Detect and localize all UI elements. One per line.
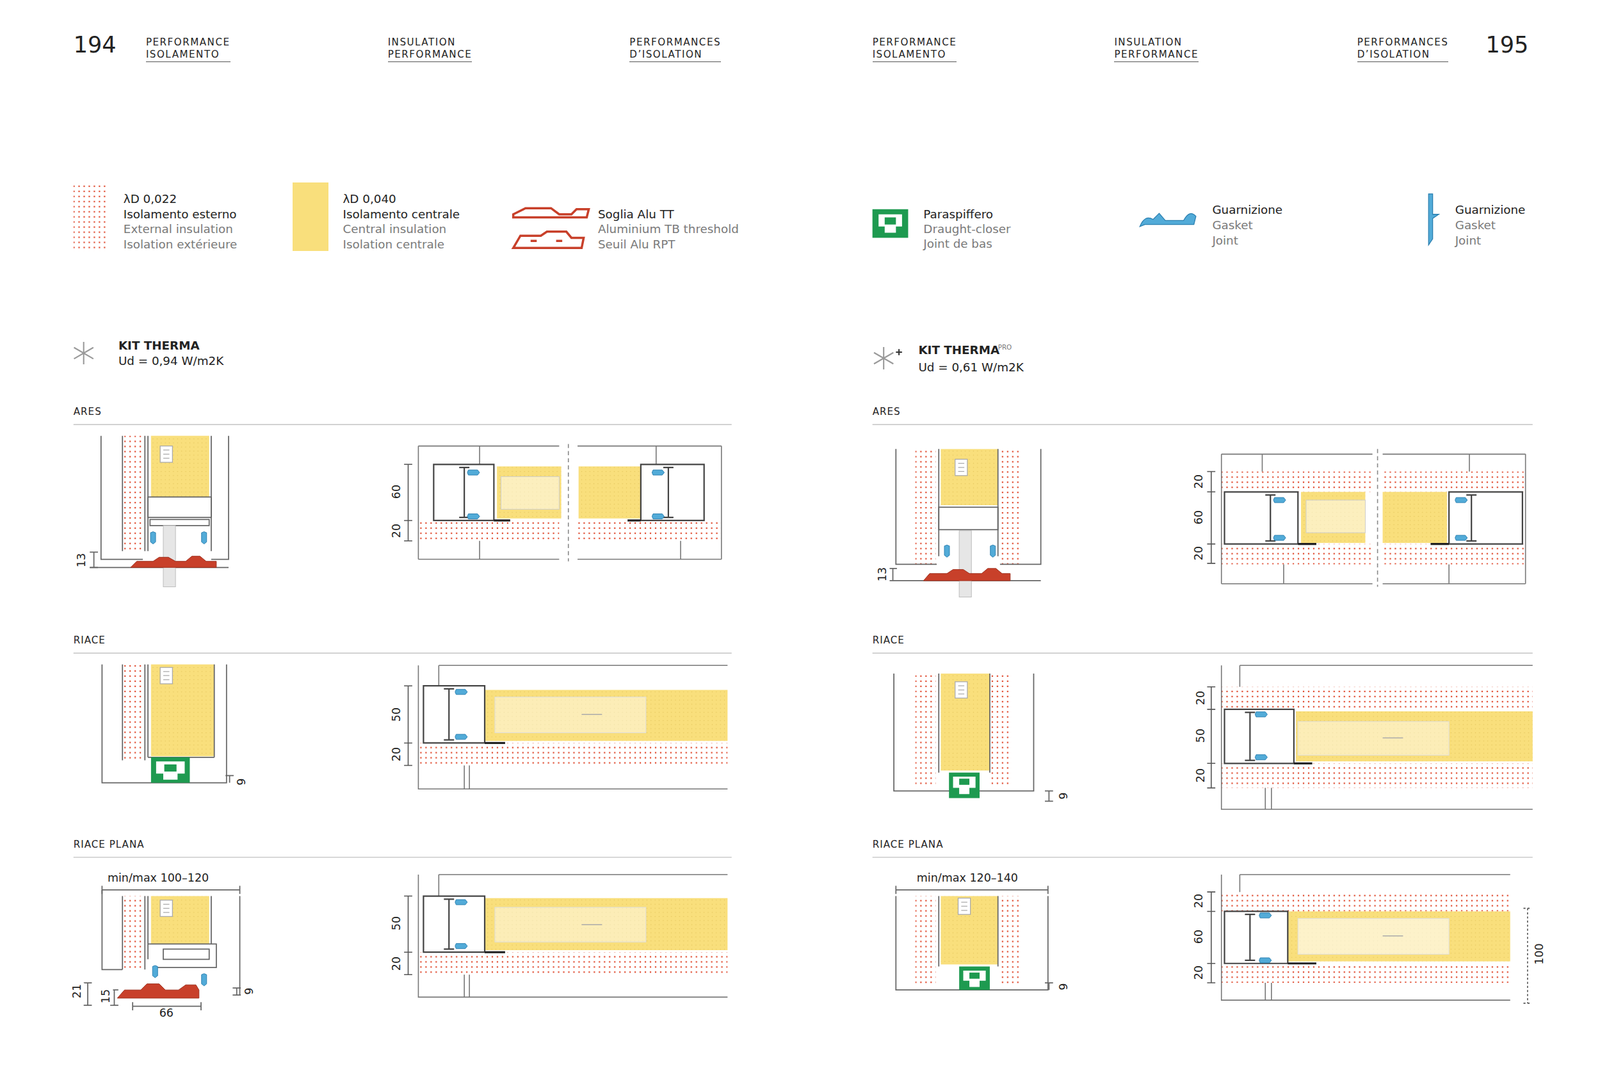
- dimension: 15: [99, 987, 113, 1004]
- dimension: 20: [1192, 473, 1206, 490]
- legend-swatch: [292, 182, 329, 251]
- page-number: 195: [1486, 31, 1529, 59]
- label: λD 0,022: [123, 192, 177, 207]
- dimension: 20: [1194, 689, 1208, 707]
- legend-text: Soglia Alu TT: [597, 207, 675, 222]
- label: Draught-closer: [923, 222, 1011, 237]
- label: RIACE PLANA: [73, 838, 145, 851]
- dimension: min/max 100–120: [106, 872, 211, 886]
- dimension: 100: [1532, 941, 1547, 966]
- dimension: 60: [1192, 509, 1206, 526]
- legend-text: Paraspiffero: [923, 207, 994, 222]
- label: Joint: [1455, 233, 1481, 248]
- dimension: 13: [74, 551, 89, 569]
- legend-text: Guarnizione: [1455, 202, 1526, 218]
- label: Central insulation: [343, 222, 447, 237]
- legend-text: Guarnizione: [1212, 202, 1283, 218]
- label: Gasket: [1212, 218, 1253, 233]
- dimension: 6: [233, 776, 247, 787]
- dimension: 6: [241, 985, 255, 996]
- dimension: min/max 120–140: [915, 872, 1020, 886]
- dimension: 20: [389, 745, 404, 763]
- header: PERFORMANCES D’ISOLATION: [629, 36, 721, 62]
- label: KIT THERMA: [918, 343, 1000, 358]
- dimension: 20: [1194, 767, 1208, 784]
- dimension: 66: [159, 1006, 174, 1020]
- label: Aluminium TB threshold: [597, 222, 739, 237]
- label: λD 0,040: [343, 192, 397, 207]
- dimension: 21: [71, 982, 85, 999]
- label: Ud = 0,61 W/m2K: [918, 360, 1024, 375]
- label: ARES: [73, 405, 102, 418]
- label: ARES: [872, 405, 901, 418]
- dimension: 20: [389, 522, 404, 540]
- legend-text: Isolamento centrale: [343, 207, 461, 222]
- dimension: 6: [1055, 791, 1070, 801]
- dimension: 60: [389, 483, 404, 501]
- label: Gasket: [1455, 218, 1496, 233]
- label: Ud = 0,94 W/m2K: [118, 354, 224, 369]
- header: PERFORMANCE ISOLAMENTO: [872, 36, 958, 62]
- legend-text: Isolamento esterno: [123, 207, 237, 222]
- header: INSULATION PERFORMANCE: [387, 36, 473, 62]
- dimension: 6: [1055, 982, 1070, 992]
- dimension: 50: [1194, 727, 1208, 744]
- dimension: 50: [389, 705, 404, 723]
- header: PERFORMANCES D’ISOLATION: [1357, 36, 1449, 62]
- dimension: 60: [1192, 928, 1206, 946]
- page-number: 194: [73, 31, 117, 59]
- dimension: 20: [1192, 892, 1206, 910]
- label: Joint de bas: [923, 236, 992, 251]
- label: KIT THERMA: [118, 338, 200, 353]
- header: PERFORMANCE ISOLAMENTO: [145, 36, 231, 62]
- label: RIACE: [872, 634, 905, 647]
- label: PRO: [998, 343, 1013, 351]
- dimension: 50: [389, 914, 404, 932]
- label: Isolation centrale: [343, 237, 445, 252]
- label: RIACE: [73, 634, 106, 647]
- dimension: 20: [1192, 544, 1206, 562]
- label: RIACE PLANA: [872, 838, 944, 851]
- label: Isolation extérieure: [123, 237, 237, 252]
- dimension: 13: [875, 565, 890, 583]
- label: External insulation: [123, 222, 234, 237]
- label: Joint: [1212, 233, 1238, 248]
- dimension: 20: [389, 954, 404, 972]
- label: Seuil Alu RPT: [597, 237, 676, 252]
- dimension: 20: [1192, 964, 1206, 981]
- header: INSULATION PERFORMANCE: [1114, 36, 1199, 62]
